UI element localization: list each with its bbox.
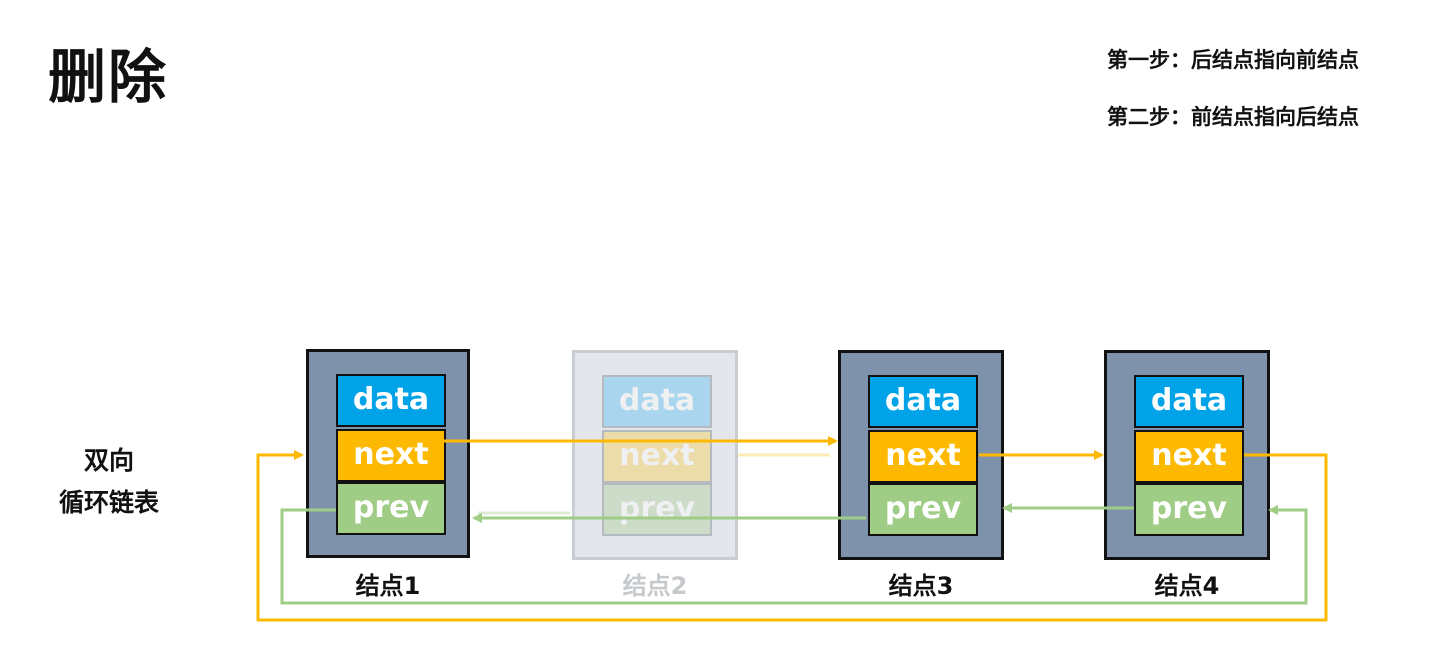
page-title: 删除 bbox=[48, 43, 169, 111]
node-1-next-field: next bbox=[336, 429, 446, 482]
node-3-label: 结点3 bbox=[888, 572, 954, 600]
node-2-data-field: data bbox=[602, 375, 712, 428]
node-1-label: 结点1 bbox=[355, 572, 421, 600]
step-2: 第二步：前结点指向后结点 bbox=[1107, 105, 1359, 129]
node-1-prev-to-node-4-loop-arrow bbox=[280, 505, 1308, 605]
node-2-prev-field: prev bbox=[602, 483, 712, 536]
node-1: data next prev bbox=[306, 349, 470, 558]
diagram-type-line-2: 循环链表 bbox=[58, 488, 159, 517]
node-1-prev-field: prev bbox=[336, 482, 446, 535]
diagram-type-label: 双向 循环链表 bbox=[34, 440, 184, 524]
node-4: data next prev bbox=[1104, 350, 1270, 560]
node-4-data-field: data bbox=[1134, 375, 1244, 428]
node-2-label: 结点2 bbox=[622, 572, 688, 600]
node-3-prev-field: prev bbox=[868, 483, 978, 536]
node-3-next-field: next bbox=[868, 430, 978, 483]
node-3-data-field: data bbox=[868, 375, 978, 428]
node-2-removed: data next prev bbox=[572, 350, 738, 560]
node-4-label: 结点4 bbox=[1154, 572, 1220, 600]
node-1-data-field: data bbox=[336, 374, 446, 427]
node-3: data next prev bbox=[838, 350, 1004, 560]
node-2-next-field: next bbox=[602, 430, 712, 483]
node-4-next-field: next bbox=[1134, 430, 1244, 483]
diagram-type-line-1: 双向 bbox=[83, 446, 134, 475]
steps-panel: 第一步：后结点指向前结点 第二步：前结点指向后结点 bbox=[1107, 44, 1359, 158]
node-4-prev-field: prev bbox=[1134, 483, 1244, 536]
node-4-next-to-node-1-loop-arrow bbox=[256, 450, 1328, 622]
step-1: 第一步：后结点指向前结点 bbox=[1107, 48, 1359, 72]
